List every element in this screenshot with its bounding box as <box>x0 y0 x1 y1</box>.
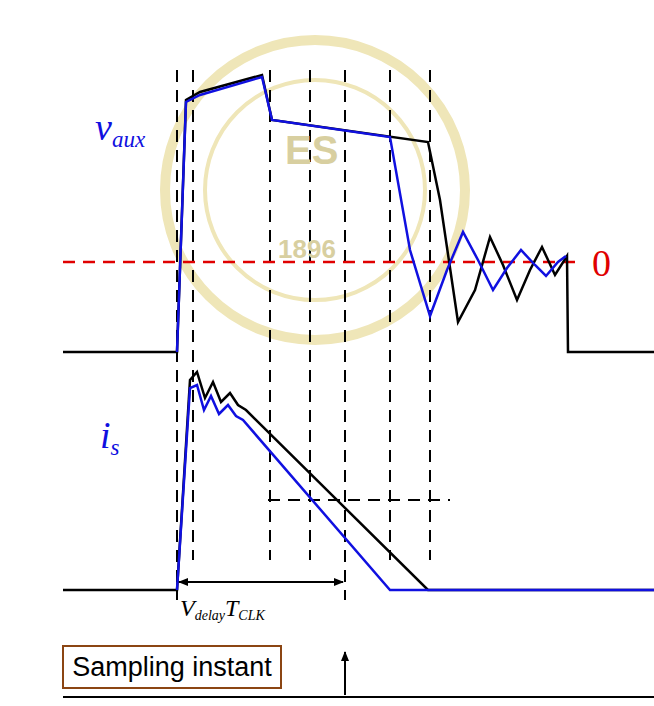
label-text: 0 <box>592 242 611 284</box>
delay-label: VdelayTCLK <box>180 596 265 623</box>
signal-name: is <box>100 416 120 459</box>
signal-name: vaux <box>95 108 145 151</box>
label-text: T <box>225 595 238 621</box>
delay-arrow <box>179 581 343 583</box>
is-blue-trace <box>177 385 654 590</box>
subscript: aux <box>112 127 145 152</box>
subscript: s <box>111 435 120 460</box>
subscript: delay <box>195 608 225 623</box>
label-text: v <box>95 106 112 148</box>
label-text: 1896 <box>278 234 336 264</box>
sampling-baseline <box>63 696 654 698</box>
box-text: Sampling instant <box>72 652 272 683</box>
label-box: Sampling instant <box>62 645 282 689</box>
label-text: ES <box>285 128 338 172</box>
vaux-black-trace <box>63 75 654 352</box>
zero-level: 0 <box>592 244 611 282</box>
watermark: ES <box>285 130 338 170</box>
is-black-trace <box>63 372 654 590</box>
dashed-guides <box>177 70 450 600</box>
label-text: V <box>180 595 195 621</box>
sampling-arrow <box>344 652 346 695</box>
watermark: 1896 <box>278 236 336 262</box>
subscript: CLK <box>238 608 264 623</box>
label-text: i <box>100 414 111 456</box>
watermark-emblem <box>165 40 465 340</box>
vaux-blue-trace <box>177 77 566 352</box>
